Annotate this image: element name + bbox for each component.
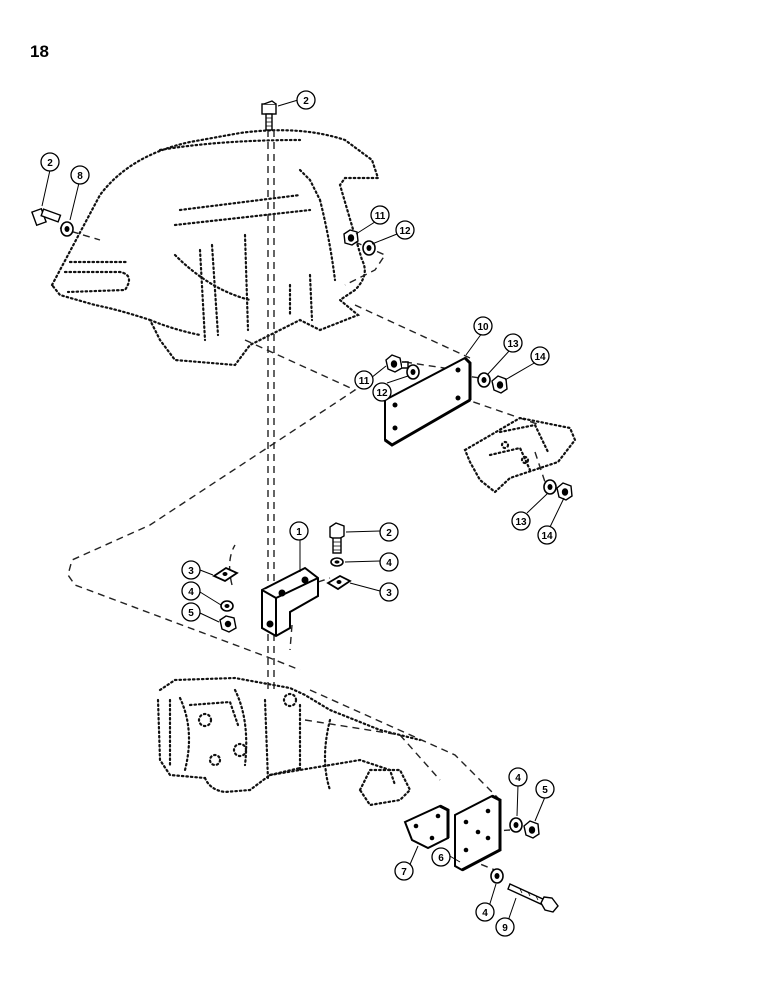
- callout-washer-left: 8: [70, 165, 90, 185]
- svg-text:2: 2: [47, 158, 53, 169]
- lockwasher-lower: [543, 479, 557, 495]
- svg-text:11: 11: [359, 376, 370, 387]
- callout-nut-mid-right: 11: [354, 370, 374, 390]
- lockwasher-left: [220, 600, 234, 612]
- callout-plate-large: 6: [431, 847, 451, 867]
- svg-text:4: 4: [482, 908, 488, 919]
- bolt-top: [261, 100, 277, 131]
- bolt-long: [507, 883, 559, 913]
- svg-text:14: 14: [534, 352, 546, 363]
- callout-washer-upper-right: 12: [395, 220, 415, 240]
- lockwasher-mid: [330, 557, 344, 567]
- hood-cover-outline: [50, 129, 380, 367]
- svg-text:4: 4: [515, 773, 521, 784]
- washer-left: [60, 221, 74, 237]
- plate-small: [403, 804, 450, 850]
- svg-text:13: 13: [507, 339, 519, 350]
- nut-lower: [556, 482, 573, 501]
- mounting-plate-10: [384, 356, 472, 447]
- svg-text:2: 2: [386, 528, 392, 539]
- svg-text:1: 1: [296, 527, 302, 538]
- assembly-guide-lines: [59, 130, 546, 873]
- bolt-mid: [329, 522, 345, 554]
- callout-plate-10: 10: [473, 316, 493, 336]
- svg-text:14: 14: [541, 531, 553, 542]
- svg-text:5: 5: [188, 608, 194, 619]
- svg-text:11: 11: [375, 211, 386, 222]
- square-washer-right: [326, 574, 352, 591]
- callout-lockwasher-left: 4: [181, 581, 201, 601]
- svg-text:9: 9: [502, 923, 508, 934]
- page-number: 18: [30, 42, 49, 61]
- nut-mid-right: [385, 354, 409, 373]
- callout-leaders: [41, 99, 565, 922]
- svg-text:12: 12: [399, 226, 411, 237]
- callout-lockwasher-mid: 4: [379, 552, 399, 572]
- svg-text:8: 8: [77, 171, 83, 182]
- callout-bolt-top: 2: [296, 90, 316, 110]
- lockwasher-bottom: [509, 817, 523, 833]
- callout-lockwasher-lower: 13: [511, 511, 531, 531]
- washer-upper-right: [362, 240, 376, 256]
- callout-plate-small: 7: [394, 861, 414, 881]
- lockwasher-upper: [477, 372, 491, 388]
- svg-text:4: 4: [386, 558, 392, 569]
- callout-nut-upper: 14: [530, 346, 550, 366]
- washer-mid-right: [406, 364, 420, 380]
- callout-nut-upper-right: 11: [370, 205, 390, 225]
- callout-lockwasher-bottom: 4: [508, 767, 528, 787]
- callout-nut-bottom: 5: [535, 779, 555, 799]
- support-block-outline: [463, 416, 577, 494]
- nut-upper-right: [343, 229, 359, 246]
- bolt-left: [31, 207, 62, 227]
- callout-lockwasher-bolt: 4: [475, 902, 495, 922]
- svg-text:5: 5: [542, 785, 548, 796]
- svg-text:6: 6: [438, 853, 444, 864]
- callout-washer-mid-right: 12: [372, 382, 392, 402]
- callout-bolt-long: 9: [495, 917, 515, 937]
- callout-nut-lower: 14: [537, 525, 557, 545]
- svg-text:7: 7: [401, 867, 407, 878]
- lockwasher-bolt: [490, 868, 504, 884]
- axle-housing-outline: [156, 676, 422, 807]
- callout-labels: 2 2 8 11 12 10: [40, 90, 557, 937]
- svg-text:3: 3: [188, 566, 194, 577]
- bracket: [261, 566, 319, 638]
- svg-text:4: 4: [188, 587, 194, 598]
- callout-square-washer-left: 3: [181, 560, 201, 580]
- svg-text:12: 12: [376, 388, 388, 399]
- svg-text:13: 13: [515, 517, 527, 528]
- svg-text:3: 3: [386, 588, 392, 599]
- svg-text:10: 10: [477, 322, 489, 333]
- callout-bolt-mid: 2: [379, 522, 399, 542]
- nut-left: [219, 615, 237, 633]
- callout-lockwasher-upper: 13: [503, 333, 523, 353]
- svg-text:2: 2: [303, 96, 309, 107]
- callout-bolt-left: 2: [40, 152, 60, 172]
- plate-large: [454, 794, 502, 872]
- nut-upper: [491, 375, 508, 394]
- square-washer-left: [212, 566, 239, 583]
- callout-nut-left: 5: [181, 602, 201, 622]
- callout-square-washer-right: 3: [379, 582, 399, 602]
- nut-bottom: [523, 820, 540, 839]
- callout-bracket: 1: [289, 521, 309, 541]
